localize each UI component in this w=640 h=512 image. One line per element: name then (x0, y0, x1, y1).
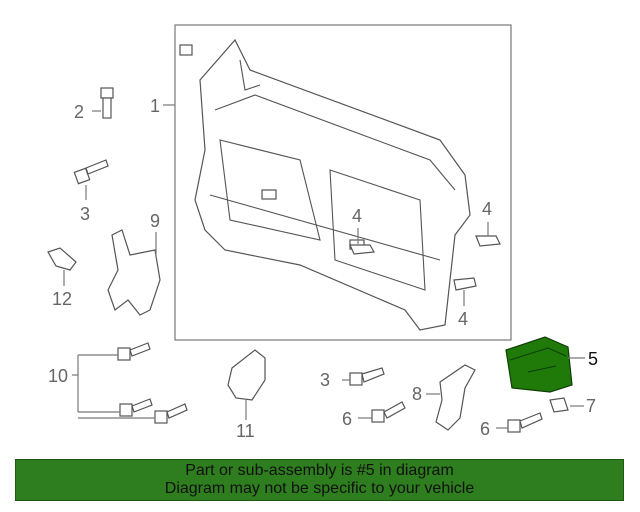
callout-4-right-top: 4 (482, 199, 492, 219)
callout-3-left: 3 (80, 204, 90, 224)
callout-11: 11 (236, 421, 255, 441)
clip-part-7[interactable] (549, 397, 569, 413)
bolt-part-10-top[interactable] (117, 342, 151, 361)
callout-6-center: 6 (342, 409, 352, 429)
part-5-shape (505, 336, 573, 393)
nut-part-4-center[interactable] (349, 244, 375, 255)
banner-line-1: Part or sub-assembly is #5 in diagram (185, 462, 454, 479)
callout-6-right: 6 (480, 419, 490, 439)
highlighted-part-5[interactable] (505, 336, 573, 393)
callout-3-bottom: 3 (320, 370, 330, 390)
bolt-part-10-middle[interactable] (119, 398, 153, 417)
bolt-part-6-right[interactable] (507, 412, 543, 433)
bolt-part-2[interactable] (100, 87, 114, 119)
bracket-part-11[interactable] (227, 349, 266, 401)
bolt-part-3-left[interactable] (73, 159, 109, 185)
sensor-part-12[interactable] (47, 247, 77, 271)
callout-1: 1 (150, 96, 160, 116)
callout-4-right-bottom: 4 (458, 309, 468, 329)
bracket-part-8[interactable] (435, 364, 476, 431)
radiator-support-part-1[interactable] (179, 38, 471, 331)
part-1-frame-box (174, 24, 512, 341)
nut-part-4-right-top[interactable] (475, 235, 501, 247)
bolt-part-10-bottom[interactable] (154, 403, 188, 424)
info-banner: Part or sub-assembly is #5 in diagram Di… (15, 459, 624, 501)
bolt-part-3-bottom[interactable] (349, 367, 385, 386)
callout-2: 2 (74, 102, 84, 122)
callout-4-center: 4 (352, 206, 362, 226)
callout-10: 10 (48, 366, 68, 386)
leader-lines (63, 104, 585, 429)
bolt-part-6-center[interactable] (371, 401, 406, 423)
bracket-part-9[interactable] (107, 229, 161, 316)
nut-part-4-right-bottom[interactable] (453, 277, 477, 291)
banner-line-2: Diagram may not be specific to your vehi… (164, 480, 475, 497)
callout-12: 12 (52, 289, 72, 309)
parts-diagram: 1 2 3 3 4 4 4 5 6 6 7 8 9 10 11 12 (47, 24, 598, 441)
callout-5: 5 (588, 349, 598, 369)
callout-8: 8 (412, 384, 422, 404)
callout-9: 9 (150, 211, 160, 231)
callout-7: 7 (586, 396, 596, 416)
